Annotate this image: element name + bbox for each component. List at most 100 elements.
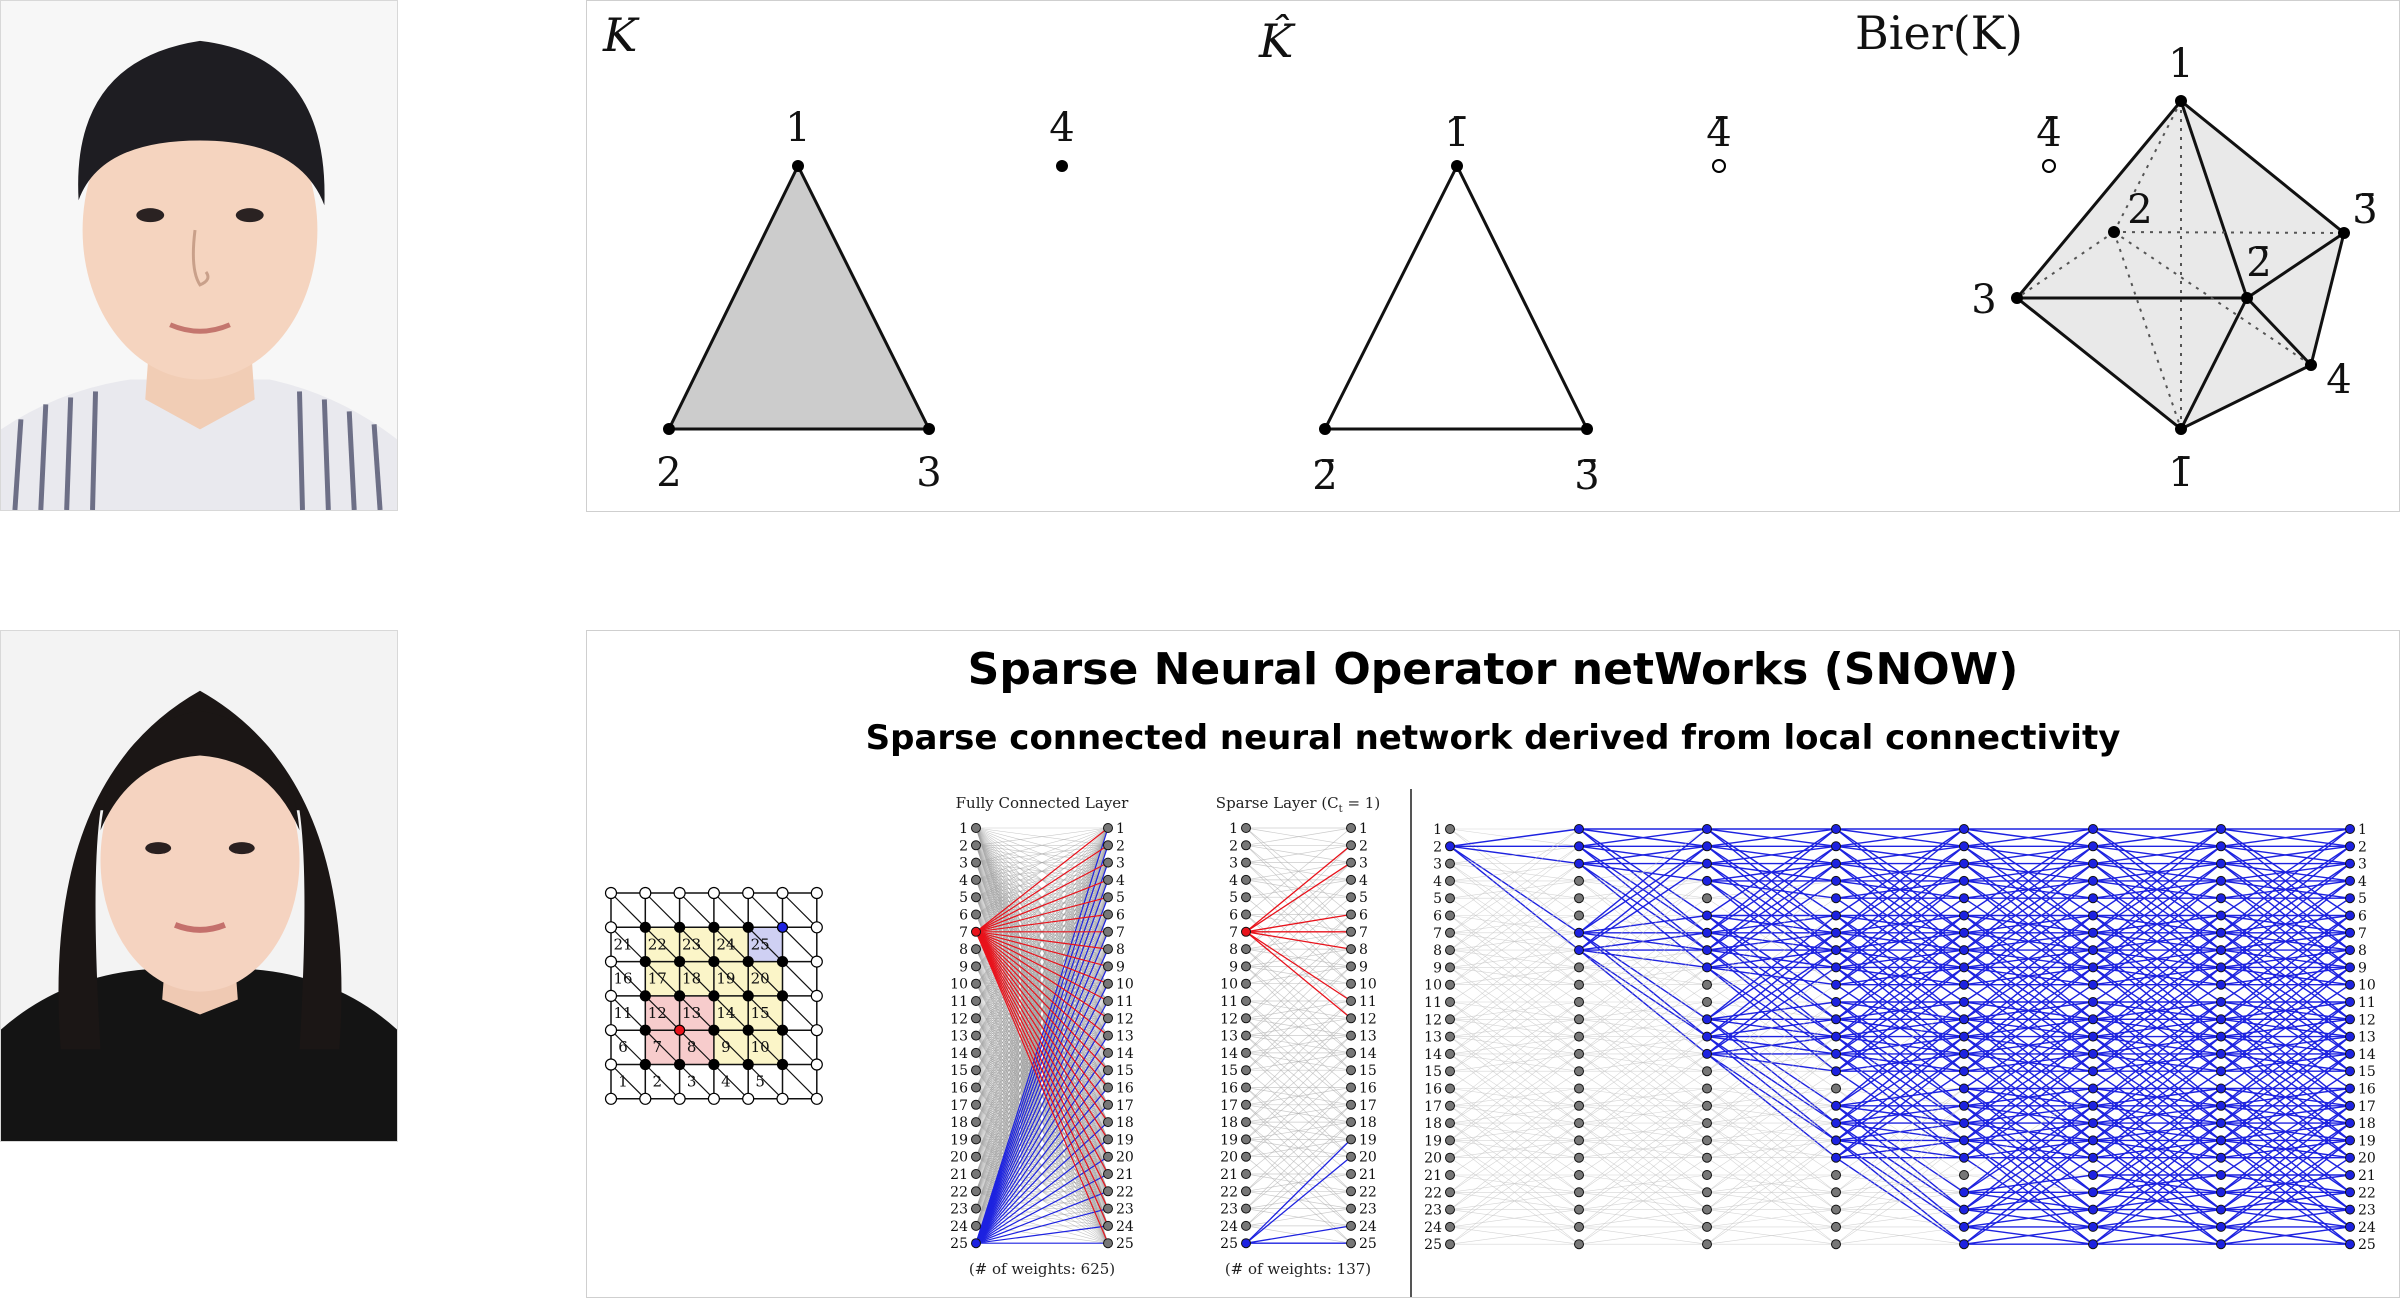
deep-network-node [1959, 1014, 1969, 1025]
mesh-diagonal [610, 926, 646, 963]
deep-node-label: 22 [2358, 1185, 2376, 1201]
deep-network-node [2088, 1152, 2098, 1163]
deep-network-node [1445, 1048, 1455, 1059]
layer-node-label: 13 [950, 1029, 968, 1045]
deep-layer-edge [1449, 1122, 1580, 1210]
mesh-diagonal [679, 961, 715, 997]
deep-node-label: 7 [1433, 926, 1442, 942]
deep-layer-edge [2220, 845, 2351, 934]
layer-node-label: 7 [1116, 925, 1125, 941]
deep-layer-edge [1578, 1122, 1708, 1210]
layer-node-label: 8 [1116, 942, 1125, 958]
deep-layer-edge [1835, 1105, 1965, 1210]
deep-layer-edge [2092, 845, 2222, 951]
layer-edge [975, 931, 1109, 1088]
deep-layer-edge [1963, 845, 2094, 951]
layer-input-node [1241, 823, 1251, 833]
deep-layer-edge [1449, 967, 1580, 1055]
deep-node-label: 2 [1433, 839, 1442, 855]
deep-layer-edge [1449, 828, 1580, 916]
layer-edge [975, 896, 1109, 933]
k-vertex-dot [792, 160, 804, 172]
deep-network-node [1831, 858, 1841, 869]
deep-layer-edge [1706, 845, 1837, 865]
deep-layer-edge [1578, 880, 1708, 985]
layer-edge [1245, 1052, 1352, 1157]
deep-network-node [1445, 945, 1455, 956]
khat-vertex-label: 3̄ [1574, 453, 1599, 499]
deep-network-node [2088, 841, 2098, 852]
layer-edge [975, 931, 1109, 1106]
deep-layer-edge [1578, 915, 1708, 1003]
deep-layer-edge [1963, 1018, 2094, 1124]
deep-network-node [2216, 875, 2226, 886]
mesh-cell-label: 7 [653, 1038, 663, 1056]
layer-output-node [1103, 1186, 1113, 1197]
deep-network-node [1445, 1014, 1455, 1025]
layer-node-label: 10 [1116, 977, 1134, 993]
deep-node-label: 11 [1424, 995, 1442, 1011]
deep-layer-edge [1963, 1053, 2094, 1159]
deep-network-node [2216, 1100, 2226, 1111]
mesh-node [639, 1092, 652, 1105]
deep-layer-edge [1706, 915, 1837, 1003]
layer-node-label: 2 [1359, 838, 1368, 854]
deep-layer-edge [1963, 845, 2094, 934]
mesh-diagonal [747, 892, 783, 928]
deep-layer-edge [1963, 914, 2094, 1003]
layer-node-label: 22 [1220, 1184, 1238, 1200]
deep-layer-edge [2220, 1070, 2351, 1159]
deep-node-label: 1 [2358, 822, 2367, 838]
layer-node-label: 15 [1359, 1063, 1377, 1079]
deep-node-label: 23 [2358, 1203, 2376, 1219]
deep-layer-edge [1835, 1036, 1965, 1141]
layer-edge [975, 931, 1109, 1054]
layer-node-label: 6 [959, 908, 968, 924]
deep-layer-edge [1578, 949, 1708, 1055]
bier-label: Bier(K) [1855, 6, 2023, 60]
deep-network-node [2088, 858, 2098, 869]
deep-layer-edge [1835, 1140, 1965, 1228]
layer-node-label: 3 [1359, 856, 1368, 872]
layer-node-label: 18 [1116, 1115, 1134, 1131]
deep-node-label: 15 [1424, 1064, 1442, 1080]
layer-node-label: 9 [1229, 959, 1238, 975]
layer-node-label: 24 [1116, 1219, 1134, 1235]
deep-node-label: 7 [2358, 926, 2367, 942]
deep-layer-edge [1706, 1053, 1837, 1158]
layer-edge [975, 827, 1109, 846]
khat-hollow-triangle [1322, 162, 1590, 431]
layer-node-label: 5 [959, 890, 968, 906]
deep-layer-edge [1578, 863, 1708, 951]
layer-output-node [1103, 1203, 1113, 1214]
layer-edge [975, 1225, 1109, 1244]
layer-node-label: 18 [950, 1115, 968, 1131]
layer-node-label: 20 [1116, 1150, 1134, 1166]
layer-edge [1245, 948, 1352, 1036]
layer-node-label: 2 [1116, 838, 1125, 854]
layer-input-node [971, 1082, 981, 1093]
deep-network-node [1445, 1118, 1455, 1129]
deep-network-node [2088, 1239, 2098, 1250]
layer-node-label: 24 [1359, 1219, 1377, 1235]
mesh-cell-label: 14 [716, 1004, 735, 1022]
mesh-diagonal [782, 1064, 818, 1100]
bier-vertex-dot [2175, 423, 2187, 435]
deep-network-node [2088, 979, 2098, 990]
deep-network-node [1959, 910, 1969, 921]
mesh-cell-label: 20 [751, 970, 770, 988]
layer-input-node [1241, 996, 1251, 1006]
deep-layer-edge [1449, 932, 1580, 1037]
layer-edge [1245, 862, 1352, 967]
deep-network-node [1445, 1204, 1455, 1215]
layer-output-node [1346, 1013, 1356, 1024]
deep-node-label: 23 [1424, 1203, 1442, 1219]
deep-layer-edge [2092, 897, 2222, 986]
layer-edge [975, 1190, 1109, 1244]
layer-node-label: 10 [1220, 977, 1238, 993]
layer-node-label: 21 [1116, 1167, 1134, 1183]
mesh-cell-label: 25 [751, 935, 770, 953]
deep-layer-edge [2220, 932, 2351, 1038]
deep-layer-edge [1578, 1122, 1708, 1228]
deep-layer-edge [1449, 1140, 1580, 1245]
